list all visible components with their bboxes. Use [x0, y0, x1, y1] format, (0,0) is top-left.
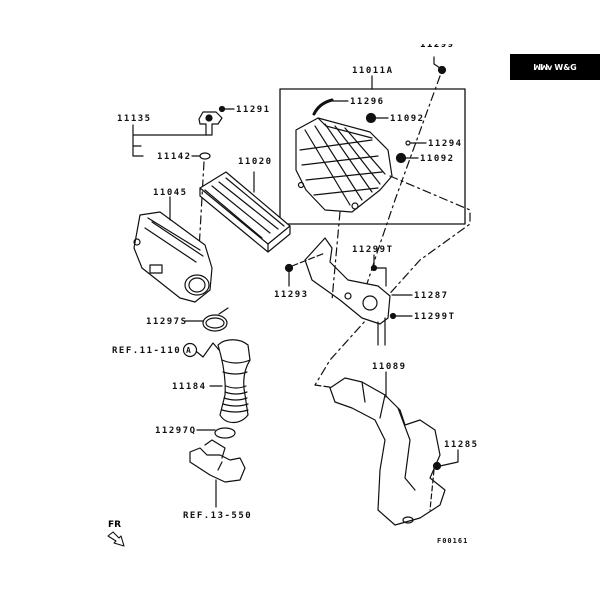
airflow-sensor — [198, 111, 223, 136]
label-ref-13-550: REF.13-550 — [183, 511, 253, 521]
clamp-11297s-inner — [205, 317, 225, 329]
grommet-upper — [365, 112, 377, 124]
clamp-11297s — [202, 314, 228, 332]
label-11287: 11287 — [414, 291, 449, 301]
dash-sensor — [198, 161, 205, 251]
label-11045: 11045 — [153, 188, 188, 198]
brand-text: W&G — [554, 62, 577, 72]
bracket-11287 — [304, 237, 391, 346]
leader-11299t-upper — [373, 254, 387, 287]
front-direction-label: FR — [108, 520, 122, 530]
bracket-11135 — [132, 124, 207, 157]
label-11294: 11294 — [428, 139, 463, 149]
ref-a-circle — [182, 342, 198, 358]
bolt-11299t-lower — [389, 312, 397, 320]
front-direction-arrow — [107, 531, 125, 547]
air-intake-duct — [329, 377, 446, 526]
air-filter-element — [199, 171, 291, 253]
label-11011A: 11011A — [352, 66, 394, 76]
label-11299T-lower: 11299T — [414, 312, 456, 322]
o-ring-11142 — [199, 152, 211, 160]
breather-hose — [312, 98, 334, 116]
dash-bolt-11285 — [429, 469, 435, 511]
label-11297Q: 11297Q — [155, 426, 197, 436]
label-11184: 11184 — [172, 382, 207, 392]
clamp-11297q — [214, 427, 236, 439]
label-11299T-upper: 11299T — [352, 245, 394, 255]
label-11285: 11285 — [444, 440, 479, 450]
label-11291: 11291 — [236, 105, 271, 115]
clamp-screw — [218, 307, 229, 315]
label-11020: 11020 — [238, 157, 273, 167]
label-11293: 11293 — [274, 290, 309, 300]
top-bolt — [437, 65, 447, 75]
label-11089: 11089 — [372, 362, 407, 372]
label-11092-upper: 11092 — [390, 114, 425, 124]
intake-hose — [217, 339, 251, 424]
dash-cover-right — [314, 175, 471, 386]
dash-top-bolt — [364, 75, 441, 291]
dash-cover-to-bracket — [331, 211, 341, 301]
brand-logo-icon: ꟽꟽv — [533, 62, 552, 72]
bolt-11299t-upper — [370, 264, 378, 272]
ref-a-leader — [196, 342, 220, 358]
resonator-duct — [189, 439, 246, 483]
dash-nut — [291, 252, 326, 267]
label-11296: 11296 — [350, 97, 385, 107]
grommet-lower — [395, 152, 407, 164]
bolt-11294 — [405, 140, 411, 146]
label-11135: 11135 — [117, 114, 152, 124]
nut-11293 — [284, 263, 294, 273]
label-ref-11-110: REF.11-110 — [112, 346, 182, 356]
air-cleaner-cover — [295, 117, 393, 213]
label-ref-a: A — [186, 346, 191, 355]
leader-11285 — [439, 449, 459, 467]
label-11142: 11142 — [157, 152, 192, 162]
label-11092-lower: 11092 — [420, 154, 455, 164]
brand-badge: ꟽꟽv W&G — [510, 54, 600, 80]
diagram-code: F00161 — [437, 537, 469, 545]
bolt-11291 — [218, 105, 226, 113]
top-bolt-leader — [433, 56, 441, 69]
label-11297S: 11297S — [146, 317, 188, 327]
air-cleaner-case — [133, 211, 213, 303]
clipped-top-label: 11299 — [420, 44, 455, 50]
